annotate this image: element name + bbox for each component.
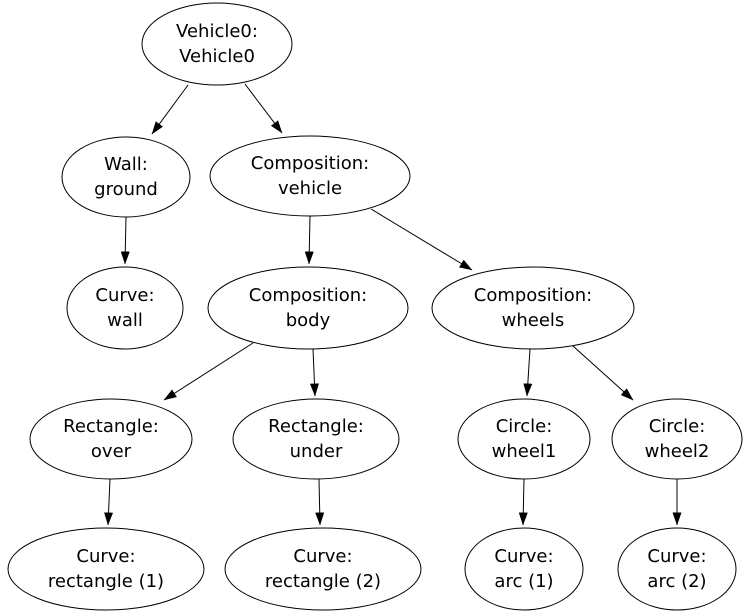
edge-vehicle0-composition-vehicle bbox=[244, 83, 283, 134]
edge-composition-body-rectangle-over bbox=[163, 342, 254, 401]
node-ellipse-circle-wheel1 bbox=[457, 398, 591, 480]
edge-composition-wheels-circle-wheel2 bbox=[572, 345, 634, 401]
node-ellipse-circle-wheel2 bbox=[611, 398, 743, 480]
node-ellipse-curve-rectangle-2 bbox=[224, 527, 422, 611]
node-ellipse-composition-wheels bbox=[431, 266, 635, 350]
edge-rectangle-under-curve-rectangle-2 bbox=[315, 478, 325, 526]
edge-circle-wheel1-curve-arc-1 bbox=[518, 478, 528, 526]
node-ellipse-curve-wall bbox=[66, 266, 184, 350]
node-ellipse-rectangle-under bbox=[232, 398, 400, 480]
node-group bbox=[7, 2, 743, 611]
node-ellipse-rectangle-over bbox=[29, 398, 193, 480]
edge-group bbox=[104, 83, 682, 526]
node-ellipse-vehicle0 bbox=[141, 2, 293, 86]
edge-composition-wheels-circle-wheel1 bbox=[523, 348, 533, 397]
edge-vehicle0-wall-ground bbox=[151, 84, 189, 135]
edge-composition-vehicle-composition-wheels bbox=[370, 208, 473, 271]
edge-wall-ground-curve-wall bbox=[120, 216, 130, 265]
node-ellipse-curve-arc-2 bbox=[617, 527, 737, 611]
node-ellipse-curve-arc-1 bbox=[464, 527, 584, 611]
node-ellipse-curve-rectangle-1 bbox=[7, 527, 205, 611]
edge-rectangle-over-curve-rectangle-1 bbox=[104, 478, 114, 526]
node-ellipse-composition-body bbox=[207, 266, 409, 350]
node-ellipse-wall-ground bbox=[61, 136, 191, 218]
edge-composition-vehicle-composition-body bbox=[304, 215, 314, 265]
edge-composition-body-rectangle-under bbox=[309, 348, 319, 397]
node-ellipse-composition-vehicle bbox=[209, 135, 411, 217]
